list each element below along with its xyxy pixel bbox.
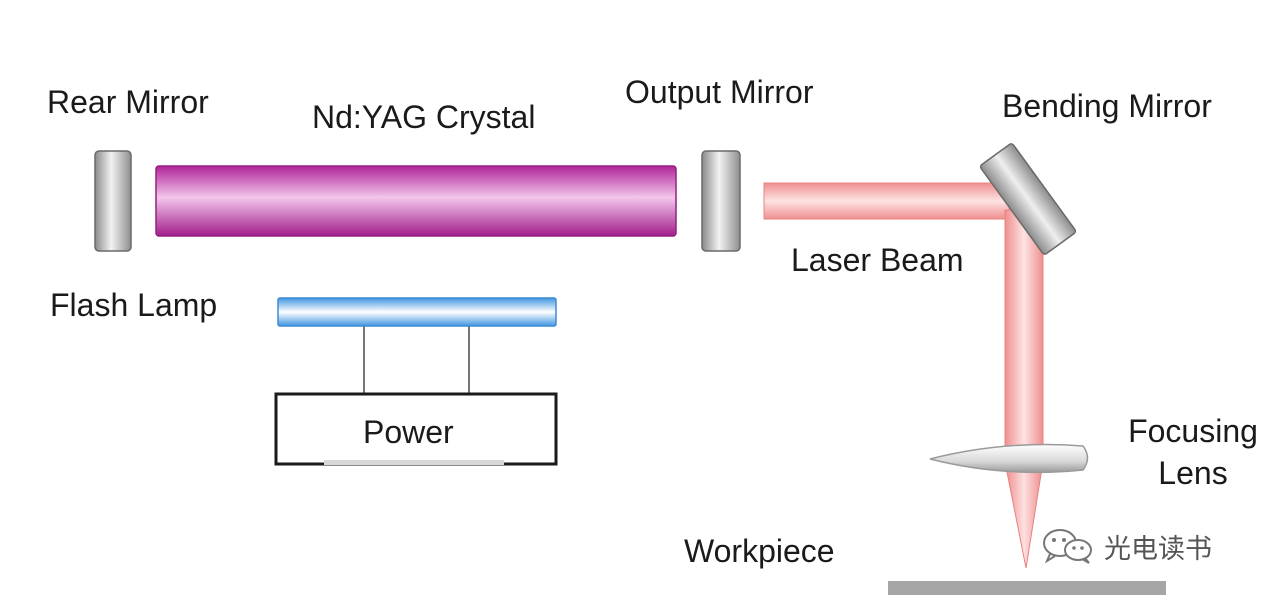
bending-mirror [979,143,1077,255]
power-supply-base [324,460,504,465]
focused-beam-cone [1004,461,1044,569]
focusing-lens [929,443,1089,474]
laser-beam-label: Laser Beam [791,242,964,278]
flash-lamp [277,297,557,327]
watermark-text: 光电读书 [1104,533,1212,565]
watermark: 光电读书 [1040,526,1212,566]
bending-mirror-label: Bending Mirror [1002,88,1212,124]
focusing-lens-label: Focusing Lens [1118,410,1268,494]
focusing-lens-label-line2: Lens [1158,455,1228,491]
crystal-label: Nd:YAG Crystal [312,99,536,135]
power-label: Power [363,414,454,450]
output-mirror [701,150,741,252]
rear-mirror [94,150,132,252]
nd-yag-crystal [155,165,677,237]
output-mirror-label: Output Mirror [625,74,814,110]
wechat-icon [1043,529,1092,564]
workpiece-label: Workpiece [684,533,835,569]
focusing-lens-label-line1: Focusing [1128,413,1258,449]
power-supply-box [274,392,558,466]
flash-lamp-label: Flash Lamp [50,287,218,323]
workpiece [888,581,1166,595]
rear-mirror-label: Rear Mirror [47,84,209,120]
laser-beam-horizontal [763,182,1010,220]
